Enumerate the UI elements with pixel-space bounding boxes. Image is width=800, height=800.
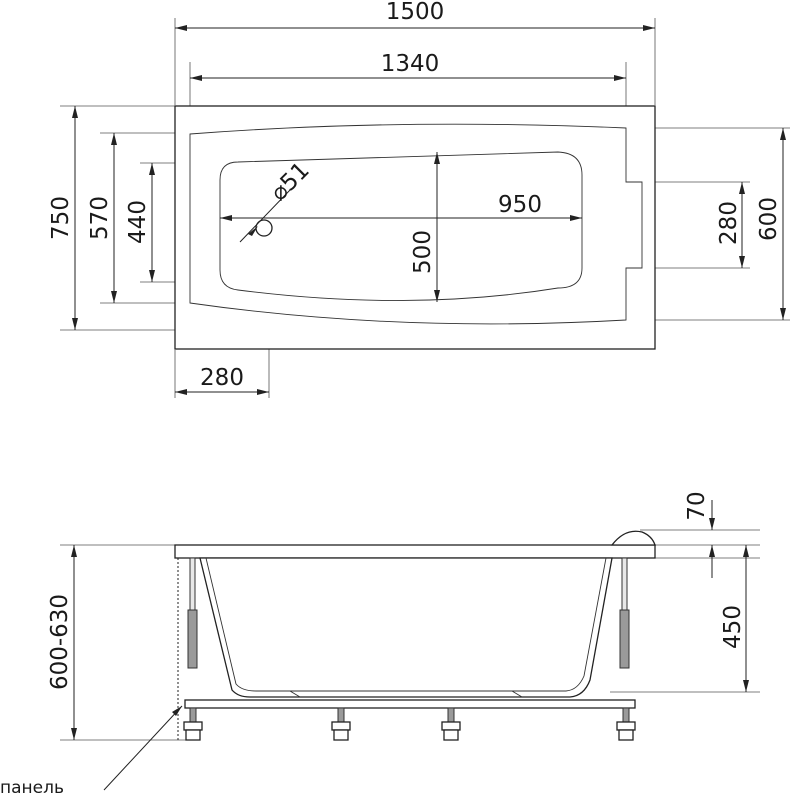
tub-rim xyxy=(174,544,656,559)
dim-total-height: 600-630 xyxy=(47,594,73,690)
panel-label: панель xyxy=(0,778,64,798)
tub-outline xyxy=(174,105,656,350)
foot-4 xyxy=(616,707,636,741)
dim-total-width: 750 xyxy=(48,196,74,240)
dim-drain-offset: 280 xyxy=(200,365,244,391)
tub-body xyxy=(199,557,613,698)
inner-rim xyxy=(189,123,643,325)
dim-depth: 450 xyxy=(720,605,746,649)
dim-bottom-length: 950 xyxy=(498,192,542,218)
dim-width-570: 570 xyxy=(87,196,113,240)
foot-2 xyxy=(331,707,351,741)
dim-inner-length: 1340 xyxy=(381,51,440,77)
foot-1 xyxy=(183,707,203,741)
foot-3 xyxy=(441,707,461,741)
frame-base xyxy=(184,699,636,709)
top-view: 1500 1340 750 570 440 ⌀51 950 500 xyxy=(48,0,790,398)
dim-width-440: 440 xyxy=(125,200,151,244)
dim-rim-height: 70 xyxy=(684,491,710,520)
dim-bottom-width: 500 xyxy=(410,230,436,274)
dim-headrest-width: 280 xyxy=(716,201,742,245)
side-view: 70 450 600-630 панель xyxy=(0,491,760,798)
tub-bottom xyxy=(219,151,583,301)
dim-inner-width: 600 xyxy=(756,197,782,241)
dim-total-length: 1500 xyxy=(386,0,445,25)
